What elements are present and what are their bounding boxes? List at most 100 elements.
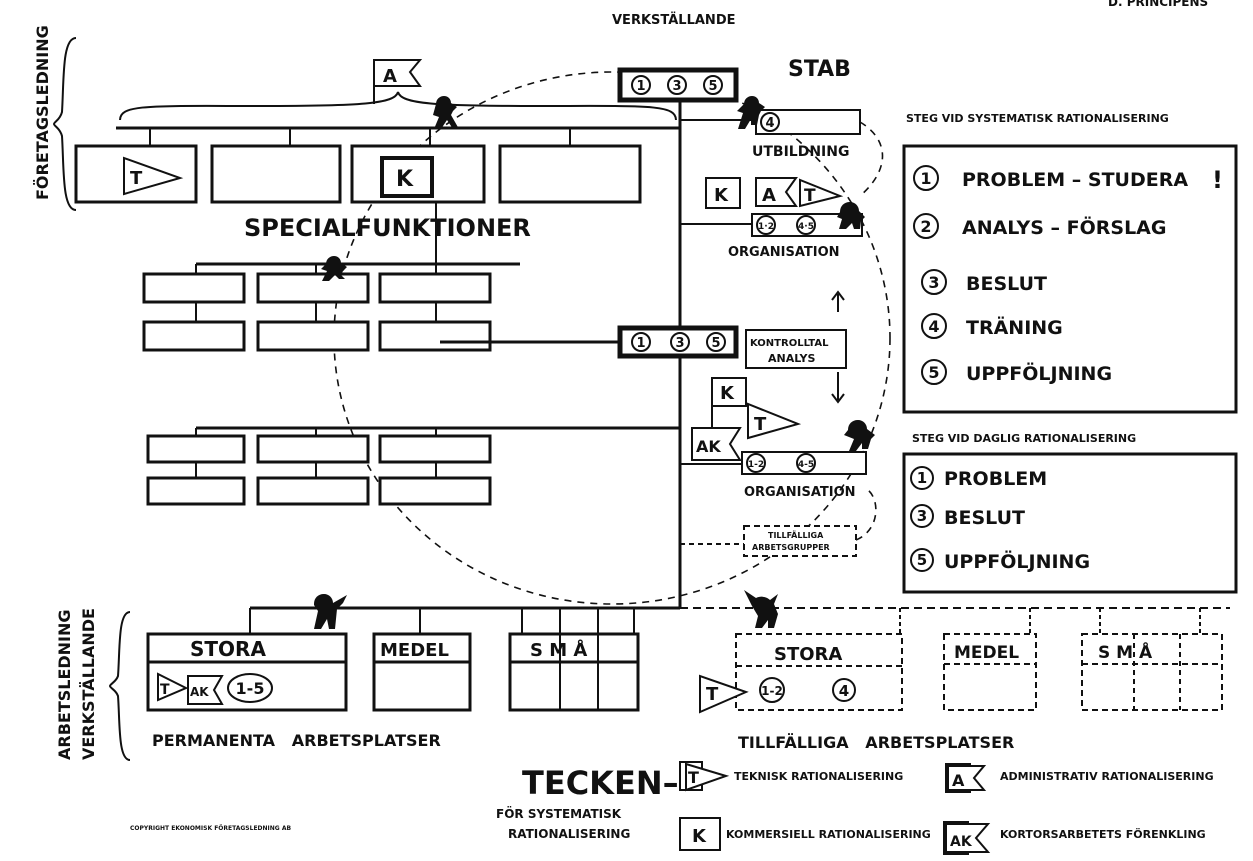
svg-text:ANALYS – FÖRSLAG: ANALYS – FÖRSLAG (962, 215, 1166, 239)
unit-box-b1 (144, 322, 244, 350)
legend-a-label: ADMINISTRATIV RATIONALISERING (1000, 770, 1214, 783)
svg-text:5: 5 (917, 551, 927, 569)
flag-k-special: K (382, 158, 432, 196)
legend-sub2: RATIONALISERING (508, 827, 630, 841)
svg-text:4: 4 (928, 317, 939, 336)
arbetsledning-brace (110, 612, 130, 760)
unit-box-c2 (258, 436, 368, 462)
svg-text:1: 1 (917, 469, 927, 487)
svg-text:AK: AK (696, 437, 721, 456)
svg-text:T: T (706, 684, 719, 705)
arbetsledning-label: ARBETSLEDNING (55, 609, 74, 760)
flag-t-staff: T (800, 180, 840, 206)
svg-text:T: T (160, 682, 170, 698)
kontrolltal-label-2: ANALYS (768, 352, 815, 365)
foretagsledning-label: FÖRETAGSLEDNING (33, 25, 52, 200)
legend-sub1: FÖR SYSTEMATISK (496, 806, 622, 821)
legend-title: TECKEN– (522, 764, 679, 802)
svg-text:1: 1 (920, 169, 931, 188)
legend-t-label: TEKNISK RATIONALISERING (734, 770, 903, 783)
unit-box-b2 (258, 322, 368, 350)
svg-text:!: ! (1212, 166, 1223, 194)
copyright: COPYRIGHT EKONOMISK FÖRETAGSLEDNING AB (130, 825, 291, 832)
systematic-heading: STEG VID SYSTEMATISK RATIONALISERING (906, 112, 1169, 125)
stora-label: STORA (190, 637, 266, 661)
foretagsledning-brace (54, 38, 76, 210)
climbing-figure-6 (314, 594, 347, 629)
unit-box-c3 (380, 436, 490, 462)
svg-text:PROBLEM: PROBLEM (944, 468, 1047, 490)
svg-text:K: K (396, 167, 414, 192)
systematic-step-3: 3 BESLUT (922, 270, 1047, 295)
svg-text:AK: AK (190, 685, 209, 699)
svg-text:K: K (714, 185, 729, 206)
unit-box-a1 (144, 274, 244, 302)
unit-box-c1 (148, 436, 244, 462)
svg-text:K: K (692, 826, 707, 847)
utbildning-label: UTBILDNING (752, 144, 849, 160)
climbing-figure-1 (433, 96, 459, 129)
svg-text:5: 5 (708, 79, 717, 94)
svg-text:A: A (762, 185, 776, 206)
daily-step-3: 3 BESLUT (911, 505, 1025, 529)
svg-text:T: T (754, 414, 767, 435)
legend-flag-a: A (946, 764, 984, 792)
svg-text:A: A (383, 66, 397, 87)
tillfalliga-label-1: TILLFÄLLIGA (768, 530, 824, 540)
special-title: SPECIALFUNKTIONER (244, 214, 531, 242)
circle-one-five: 1-5 (236, 679, 265, 698)
svg-text:T: T (130, 168, 143, 189)
unit-box-d3 (380, 478, 490, 504)
medel-temp-label: MEDEL (954, 643, 1019, 663)
svg-text:1: 1 (636, 336, 645, 351)
svg-text:1-2: 1-2 (761, 684, 783, 698)
svg-text:BESLUT: BESLUT (966, 273, 1047, 295)
sma-temp-label: S M Å (1098, 640, 1153, 663)
unit-box-d2 (258, 478, 368, 504)
unit-box-d1 (148, 478, 244, 504)
medel-label: MEDEL (380, 640, 449, 661)
svg-text:5: 5 (711, 336, 720, 351)
legend-flag-k: K (680, 818, 720, 850)
svg-text:K: K (720, 383, 735, 404)
svg-text:UPPFÖLJNING: UPPFÖLJNING (966, 361, 1112, 385)
svg-text:4: 4 (839, 682, 849, 700)
svg-text:3: 3 (672, 79, 681, 94)
special-box-2 (212, 146, 340, 202)
svg-text:5: 5 (928, 363, 939, 382)
stora-temp-label: STORA (774, 644, 842, 665)
legend-flag-ak: AK (944, 822, 988, 854)
permanenta-label: PERMANENTA ARBETSPLATSER (152, 731, 441, 750)
daily-heading: STEG VID DAGLIG RATIONALISERING (912, 432, 1136, 445)
organisation-label-2: ORGANISATION (744, 485, 856, 500)
svg-text:2: 2 (920, 217, 931, 236)
stab-label: STAB (788, 57, 851, 82)
tillfalliga-label-2: ARBETSGRUPPER (752, 543, 830, 552)
verkstallande-label: VERKSTÄLLANDE (612, 12, 736, 28)
svg-text:3: 3 (917, 507, 927, 525)
flag-a-top: A (374, 60, 420, 104)
tillfalliga-platser-label: TILLFÄLLIGA ARBETSPLATSER (738, 733, 1014, 752)
legend-ak-label: KORTORSARBETETS FÖRENKLING (1000, 827, 1206, 841)
climbing-figure-5 (844, 420, 875, 451)
svg-text:A: A (952, 771, 965, 790)
svg-text:4-5: 4-5 (798, 460, 814, 470)
corner-fragment: D. PRINCIPENS (1108, 0, 1208, 9)
unit-box-b3 (380, 322, 490, 350)
flag-ak-staff: AK (692, 428, 740, 460)
legend-k-label: KOMMERSIELL RATIONALISERING (726, 828, 931, 841)
flag-k-staff: K (706, 178, 740, 208)
svg-text:4: 4 (765, 116, 774, 131)
systematic-step-4: 4 TRÄNING (922, 314, 1063, 339)
svg-text:AK: AK (950, 834, 973, 850)
special-box-4 (500, 146, 640, 202)
utbildning-dash-arc (860, 122, 883, 196)
sma-label: S M Å (530, 638, 587, 661)
flag-a-staff: A (756, 178, 796, 206)
svg-text:T: T (804, 186, 816, 206)
svg-text:UPPFÖLJNING: UPPFÖLJNING (944, 549, 1090, 573)
svg-text:TRÄNING: TRÄNING (966, 315, 1063, 339)
legend-flag-t: T (680, 762, 726, 790)
svg-text:PROBLEM – STUDERA: PROBLEM – STUDERA (962, 169, 1188, 191)
